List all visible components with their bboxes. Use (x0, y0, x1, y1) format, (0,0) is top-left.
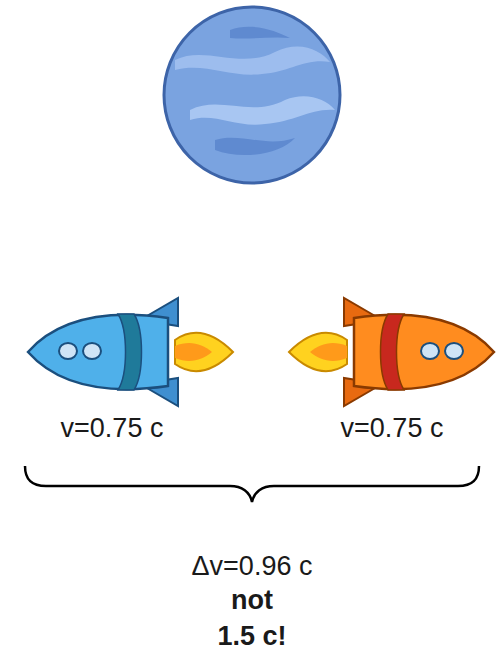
note-text: not (231, 586, 273, 616)
blue-rocket (28, 298, 233, 406)
velocity-label: v=0.75 c (61, 414, 164, 444)
brace (25, 466, 479, 502)
velocity-label: v=0.75 c (341, 414, 444, 444)
orange-rocket (289, 298, 494, 406)
planet (164, 7, 340, 183)
relative-velocity: Δv=0.96 c (192, 552, 313, 582)
note-text: 1.5 c! (217, 622, 286, 652)
